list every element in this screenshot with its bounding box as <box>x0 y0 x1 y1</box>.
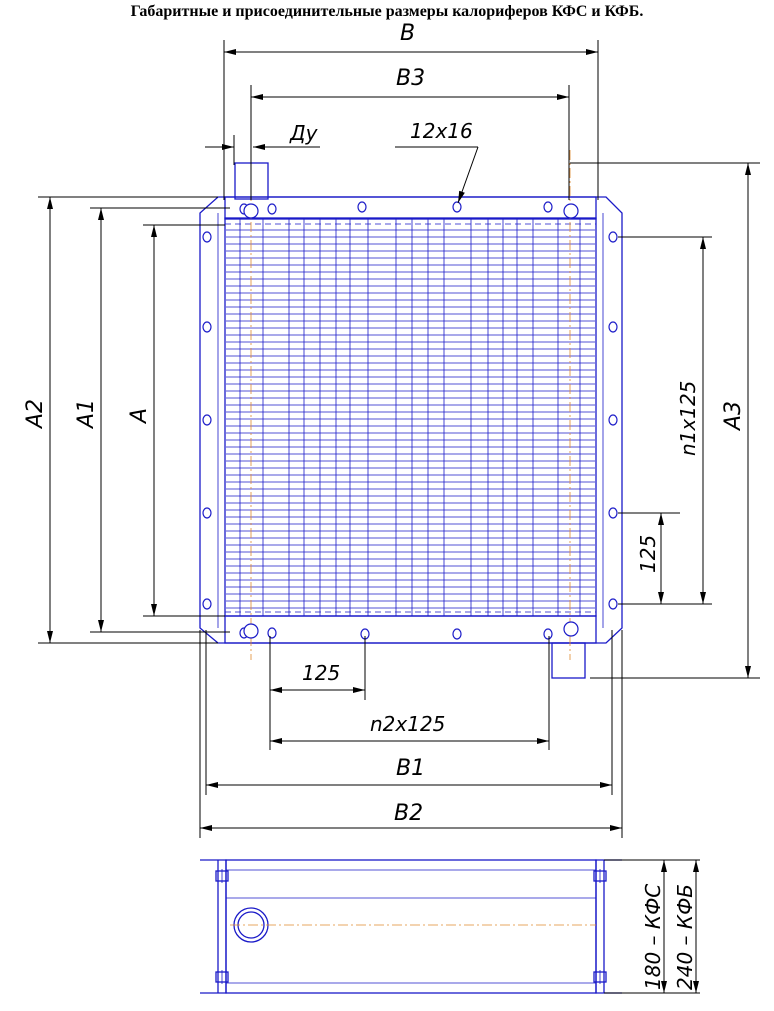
label-bolt: 12x16 <box>410 119 473 143</box>
label-n1x125: n1x125 <box>676 381 700 456</box>
label-125-bottom: 125 <box>302 661 340 685</box>
mount-hole <box>452 628 462 640</box>
label-n2x125: n2x125 <box>370 712 445 736</box>
mount-hole <box>357 201 367 213</box>
mounting-holes <box>202 201 618 640</box>
outer-frame <box>199 196 623 644</box>
label-B1: B1 <box>396 756 425 781</box>
mount-hole <box>202 414 212 426</box>
mount-hole <box>608 321 618 333</box>
front-view <box>199 150 623 679</box>
mount-hole <box>608 414 618 426</box>
label-A3: A3 <box>721 401 746 432</box>
mount-hole <box>267 203 277 215</box>
mount-hole <box>202 321 212 333</box>
outlet-pipe <box>551 642 586 679</box>
mount-hole <box>267 627 277 639</box>
core-border <box>224 217 597 617</box>
tube-rows <box>239 219 581 616</box>
side-bolts <box>215 869 607 984</box>
label-125-right: 125 <box>636 535 660 573</box>
top-manifold <box>224 196 597 220</box>
nozzle-hole <box>563 621 579 637</box>
label-B3: B3 <box>396 66 425 91</box>
mount-hole <box>608 598 618 610</box>
label-Du: Ду <box>289 121 319 145</box>
page-title: Габаритные и присоединительные размеры к… <box>130 3 644 20</box>
fin-pack <box>226 229 595 609</box>
mount-hole <box>202 598 212 610</box>
mount-hole <box>202 231 212 243</box>
dimension-labels: B B3 Ду 12x16 A2 A1 A A3 n1x125 125 125 … <box>23 21 746 826</box>
nozzle-hole <box>563 203 579 219</box>
bottom-manifold <box>224 615 597 644</box>
mount-hole <box>543 201 553 213</box>
side-view: 180 – КФС 240 – КФБ <box>200 859 700 994</box>
mount-hole <box>452 201 462 213</box>
label-depth-kfb: 240 – КФБ <box>673 884 697 990</box>
dimension-lines <box>38 40 760 838</box>
mount-hole <box>202 507 212 519</box>
label-B2: B2 <box>394 801 423 826</box>
label-B: B <box>400 21 415 46</box>
label-A: A <box>127 408 152 425</box>
nozzle-hole <box>243 623 259 639</box>
label-A1: A1 <box>74 399 99 430</box>
side-body <box>225 859 597 994</box>
label-depth-kfs: 180 – КФС <box>641 884 665 990</box>
mount-hole <box>543 628 553 640</box>
label-A2: A2 <box>23 399 48 430</box>
mount-hole <box>608 507 618 519</box>
nozzle-hole <box>243 203 259 219</box>
mount-hole <box>608 231 618 243</box>
